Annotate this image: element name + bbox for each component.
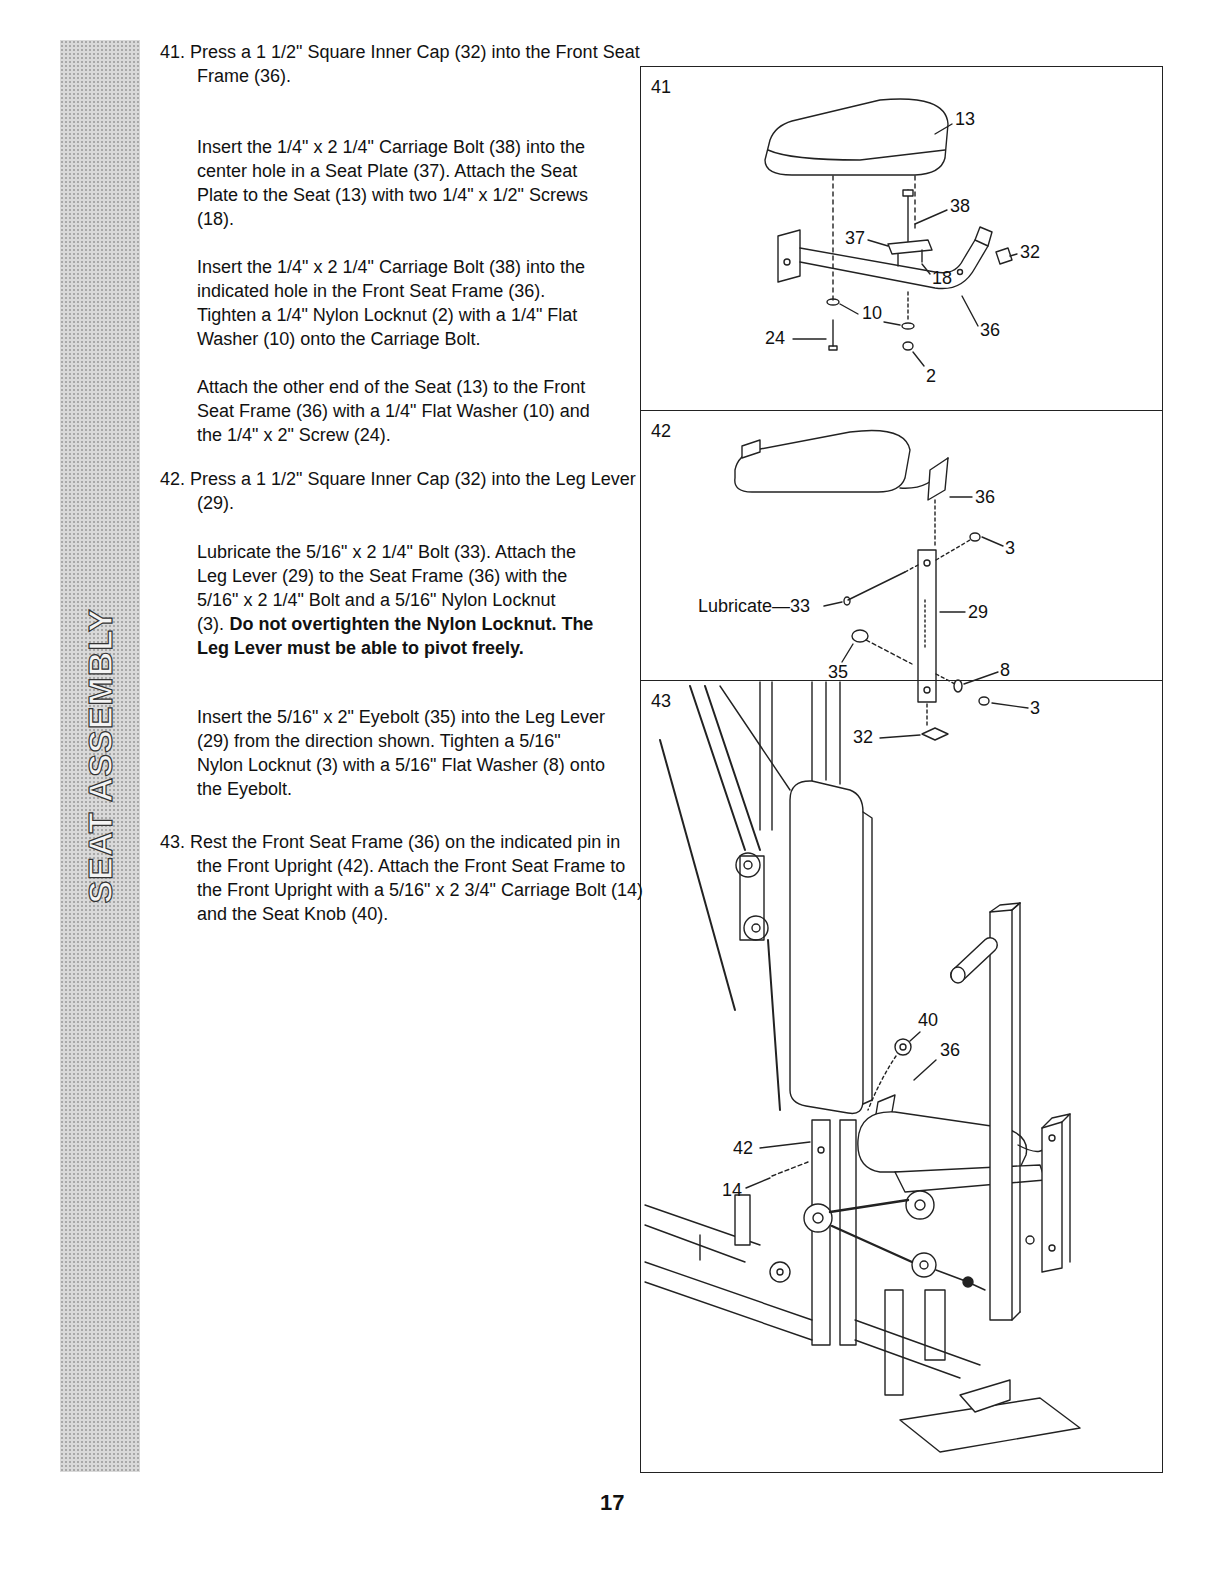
instruction-paragraph: 43. Rest the Front Seat Frame (36) on th…: [160, 830, 645, 926]
instruction-paragraph: Attach the other end of the Seat (13) to…: [197, 375, 608, 447]
callout-number: 24: [765, 328, 785, 349]
caution-note: Do not overtighten the Nylon Locknut. Th…: [197, 614, 593, 658]
figure-number: 42: [651, 421, 671, 442]
instruction-paragraph: 42. Press a 1 1/2" Square Inner Cap (32)…: [160, 467, 645, 515]
instruction-text: Insert the 1/4" x 2 1/4" Carriage Bolt (…: [197, 257, 585, 349]
callout-number: 8: [1000, 660, 1010, 681]
callout-number: Lubricate—33: [698, 596, 810, 617]
callout-number: 32: [1020, 242, 1040, 263]
callout-number: 29: [968, 602, 988, 623]
page-number: 17: [600, 1492, 624, 1513]
instruction-paragraph: Insert the 1/4" x 2 1/4" Carriage Bolt (…: [197, 255, 608, 351]
figure-panel: 41: [640, 66, 1163, 411]
instruction-paragraph: 41. Press a 1 1/2" Square Inner Cap (32)…: [160, 40, 645, 88]
section-band: SEAT ASSEMBLY: [60, 40, 140, 1472]
instruction-paragraph: Insert the 1/4" x 2 1/4" Carriage Bolt (…: [197, 135, 608, 231]
callout-number: 36: [980, 320, 1000, 341]
callout-number: 35: [828, 662, 848, 683]
leg-lever-exploded-view: [735, 430, 1028, 740]
callout-number: 37: [845, 228, 865, 249]
figure-panel: 42: [640, 410, 1163, 681]
section-title: SEAT ASSEMBLY: [81, 608, 120, 903]
callout-number: 18: [932, 268, 952, 289]
callout-number: 3: [1030, 698, 1040, 719]
callout-number: 36: [975, 487, 995, 508]
instruction-text: 42. Press a 1 1/2" Square Inner Cap (32)…: [160, 469, 636, 513]
callout-number: 10: [862, 303, 882, 324]
callout-number: 3: [1005, 538, 1015, 559]
callout-number: 42: [733, 1138, 753, 1159]
callout-number: 40: [918, 1010, 938, 1031]
instruction-text: 41. Press a 1 1/2" Square Inner Cap (32)…: [160, 42, 640, 86]
callout-number: 36: [940, 1040, 960, 1061]
instruction-text: 43. Rest the Front Seat Frame (36) on th…: [160, 832, 643, 924]
callout-number: 2: [926, 366, 936, 387]
callout-number: 14: [722, 1180, 742, 1201]
callout-number: 13: [955, 109, 975, 130]
seat-exploded-view: [765, 99, 1017, 366]
figure-number: 41: [651, 77, 671, 98]
instruction-text: Attach the other end of the Seat (13) to…: [197, 377, 590, 445]
callout-number: 32: [853, 727, 873, 748]
instruction-text: Insert the 1/4" x 2 1/4" Carriage Bolt (…: [197, 137, 588, 229]
callout-number: 38: [950, 196, 970, 217]
figure-number: 43: [651, 691, 671, 712]
instruction-text: Insert the 5/16" x 2" Eyebolt (35) into …: [197, 707, 605, 799]
figure-panel: 43: [640, 680, 1163, 1473]
machine-seat-installed-view: [645, 682, 1080, 1452]
instruction-paragraph: Insert the 5/16" x 2" Eyebolt (35) into …: [197, 705, 608, 801]
instruction-paragraph: Lubricate the 5/16" x 2 1/4" Bolt (33). …: [197, 540, 608, 660]
